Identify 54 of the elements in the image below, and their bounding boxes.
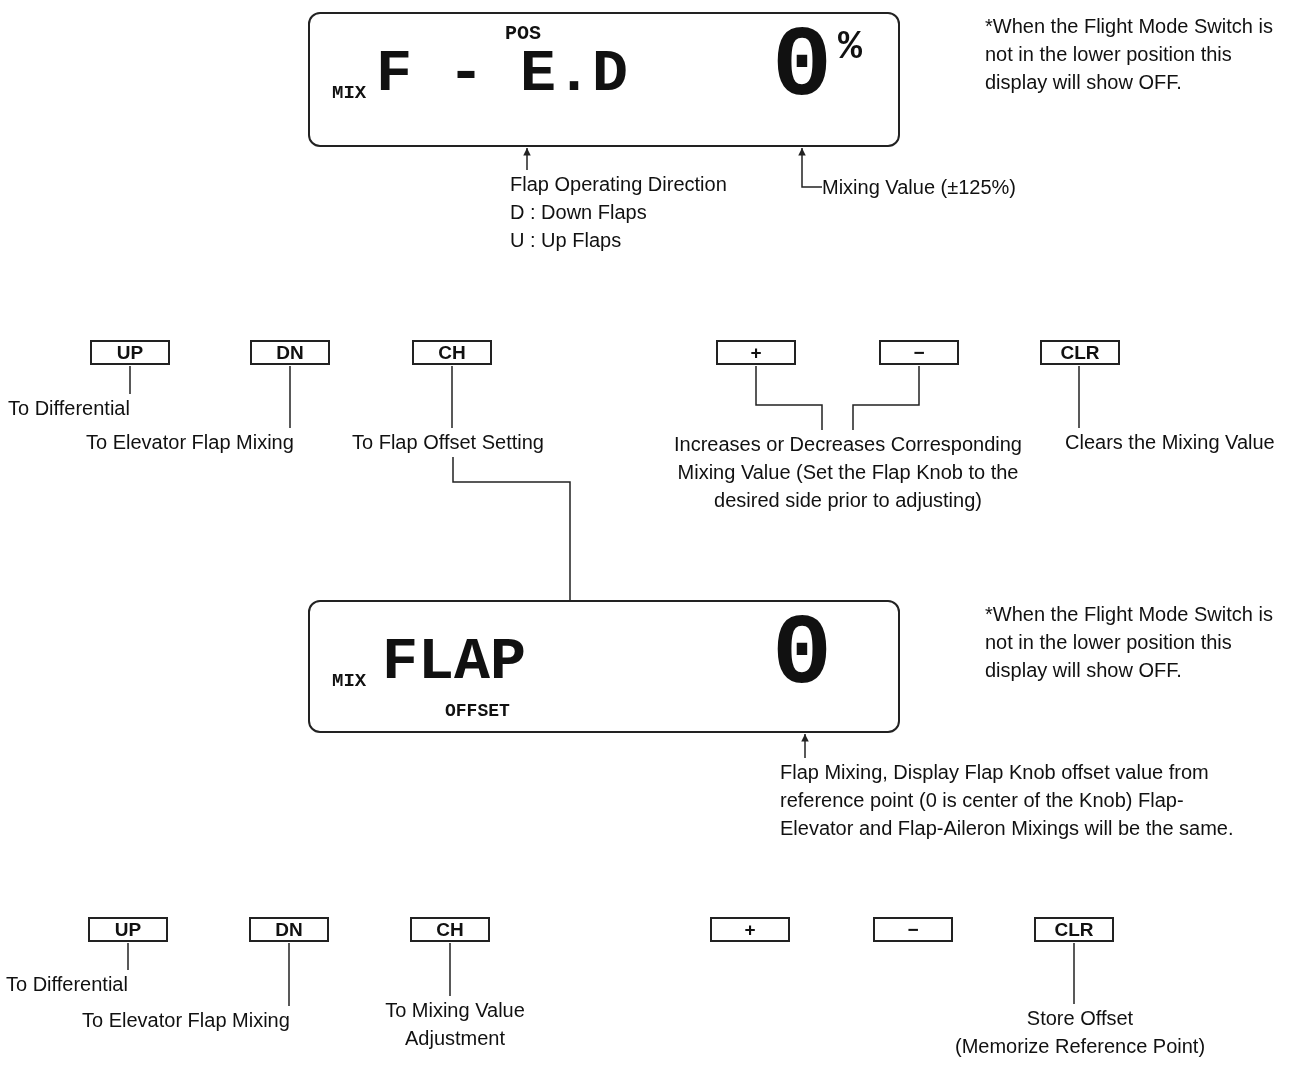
description-text: Mixing Value (±125%) bbox=[822, 173, 1062, 201]
key-button: − bbox=[873, 917, 953, 942]
leader-line bbox=[1078, 365, 1080, 429]
leader-line bbox=[289, 365, 291, 429]
leader-line bbox=[127, 942, 129, 971]
key-button: CH bbox=[412, 340, 492, 365]
description-text: To Elevator Flap Mixing bbox=[82, 1006, 322, 1034]
lcd-text: 0 bbox=[772, 18, 832, 118]
key-button: CLR bbox=[1040, 340, 1120, 365]
description-text: Increases or Decreases Corresponding Mixing Value (Set the Flap Knob to the desired side prior to adjusting) bbox=[652, 430, 1044, 514]
key-button: CLR bbox=[1034, 917, 1114, 942]
leader-line bbox=[852, 365, 920, 431]
lcd-text: POS bbox=[505, 24, 541, 44]
lcd-display bbox=[308, 12, 900, 147]
key-button: UP bbox=[90, 340, 170, 365]
lcd-text: % bbox=[838, 28, 862, 68]
leader-line bbox=[449, 942, 451, 997]
lcd-text: FLAP bbox=[382, 632, 527, 692]
description-text: Flap Operating Direction bbox=[510, 172, 728, 197]
key-button: DN bbox=[250, 340, 330, 365]
description-text: To Differential bbox=[8, 394, 168, 422]
arrow bbox=[801, 733, 809, 759]
key-button: CH bbox=[410, 917, 490, 942]
leader-line bbox=[129, 365, 131, 395]
description-text: (Memorize Reference Point) bbox=[955, 1034, 1205, 1059]
arrow bbox=[523, 147, 531, 171]
description-text: To Mixing Value Adjustment bbox=[370, 996, 540, 1052]
lcd-text: OFFSET bbox=[445, 702, 510, 720]
leader-line bbox=[1073, 942, 1075, 1005]
description-text: To Elevator Flap Mixing bbox=[86, 428, 326, 456]
description-text: Clears the Mixing Value bbox=[1065, 428, 1305, 456]
lcd-text: 0 bbox=[772, 606, 832, 706]
lcd-text: F - E.D bbox=[376, 44, 629, 104]
lcd-display bbox=[308, 600, 900, 733]
key-button: DN bbox=[249, 917, 329, 942]
footnote-text: *When the Flight Mode Switch is not in the lower position this display will show OFF. bbox=[985, 602, 1274, 683]
description-text: To Differential bbox=[6, 970, 166, 998]
key-button: UP bbox=[88, 917, 168, 942]
description-text: To Flap Offset Setting bbox=[352, 428, 572, 456]
lcd-text: MIX bbox=[332, 84, 367, 103]
leader-line bbox=[452, 456, 571, 601]
description-text: Flap Mixing, Display Flap Knob offset value from reference point (0 is center of the Knob) Flap-Elevator and Flap-Aileron Mixings will be the same. bbox=[780, 758, 1250, 842]
leader-line bbox=[451, 365, 453, 429]
description-text: D : Down Flaps bbox=[510, 200, 648, 225]
description-text: Store Offset bbox=[1025, 1006, 1135, 1031]
key-button: + bbox=[710, 917, 790, 942]
lcd-text: MIX bbox=[332, 672, 367, 691]
key-button: − bbox=[879, 340, 959, 365]
leader-line bbox=[755, 365, 823, 431]
arrow bbox=[798, 147, 823, 188]
footnote-text: *When the Flight Mode Switch is not in the lower position this display will show OFF. bbox=[985, 14, 1274, 95]
description-text: U : Up Flaps bbox=[510, 228, 623, 253]
key-button: + bbox=[716, 340, 796, 365]
leader-line bbox=[288, 942, 290, 1007]
